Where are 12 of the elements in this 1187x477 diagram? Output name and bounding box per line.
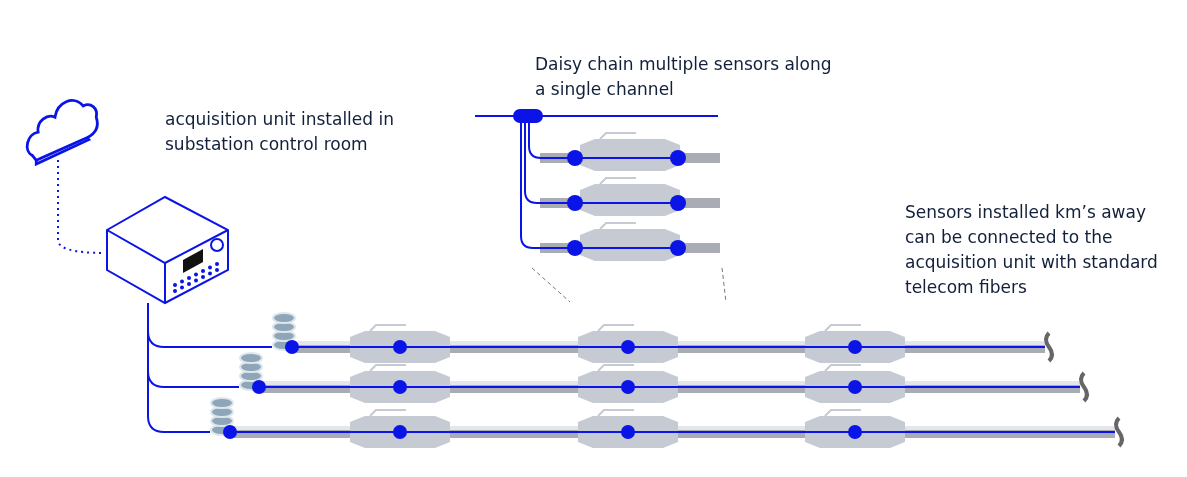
annotation-text: Sensors installed km’s away can be connected to the acquisition unit with standard telecom fibers: [905, 201, 1159, 299]
fiber-link: [520, 122, 541, 249]
annotation-text: acquisition unit installed in substation control room: [165, 108, 395, 156]
sensor-drawing: [540, 178, 720, 218]
annotation-text: Daisy chain multiple sensors along a single channel: [535, 53, 833, 101]
splitter-connector: [513, 109, 543, 123]
sensor-drawing: [540, 133, 720, 173]
sensor-drawing: [540, 223, 720, 263]
acquisition-unit-drawing: [105, 195, 230, 305]
fiber-link: [528, 122, 542, 159]
fiber-link: [524, 122, 541, 204]
fiber-link: [147, 302, 211, 433]
